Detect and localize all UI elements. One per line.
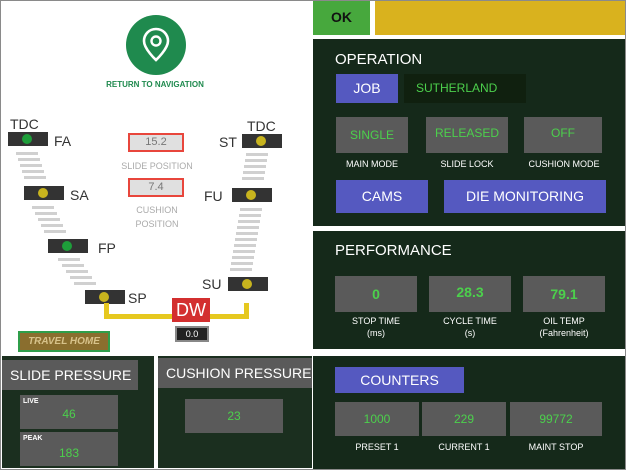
stair-step (35, 212, 57, 215)
stair-step (237, 226, 259, 229)
current-value: 229 (422, 402, 506, 436)
fa-label: FA (54, 133, 72, 149)
stair-step (18, 158, 40, 161)
status-bar (375, 0, 626, 35)
live-value: 46 (62, 407, 76, 421)
stair-step (242, 177, 264, 180)
performance-title: PERFORMANCE (335, 242, 452, 259)
fa-indicator (8, 132, 48, 146)
ok-button[interactable]: OK (313, 0, 370, 35)
peak-value: 183 (58, 446, 80, 460)
sa-indicator (24, 186, 64, 200)
live-label: LIVE (23, 398, 39, 405)
cushion-pressure-title: CUSHION PRESSURE (158, 358, 312, 388)
sa-label: SA (70, 187, 89, 203)
stair-step (240, 208, 262, 211)
slide-lock-button[interactable]: RELEASED (426, 117, 508, 153)
left-tdc-label: TDC (10, 116, 39, 132)
su-label: SU (202, 276, 222, 292)
cushion-position-label-line2: POSITION (135, 219, 179, 229)
return-to-navigation-label: RETURN TO NAVIGATION (106, 80, 204, 89)
st-label: ST (219, 134, 237, 150)
oil-temp-unit: (Fahrenheit) (539, 328, 589, 338)
stair-step (236, 232, 258, 235)
st-indicator (242, 134, 282, 148)
oil-temp-label: OIL TEMP (543, 316, 585, 326)
right-tdc-label: TDC (247, 118, 276, 134)
stop-time-label: STOP TIME (351, 316, 400, 326)
cushion-mode-label: CUSHION MODE (528, 159, 600, 169)
stair-step (44, 230, 66, 233)
cushion-position-value: 7.4 (128, 178, 184, 197)
stair-step (232, 256, 254, 259)
cycle-time-value: 28.3 (429, 276, 511, 312)
stair-step (22, 170, 44, 173)
stair-step (238, 220, 260, 223)
cycle-time-label: CYCLE TIME (443, 316, 497, 326)
fu-label: FU (204, 188, 223, 204)
slide-pressure-live-box: LIVE 46 (20, 395, 118, 429)
stair-step (66, 270, 88, 273)
map-pin-icon (142, 27, 170, 62)
cycle-time-unit: (s) (464, 328, 476, 338)
stair-step (235, 238, 257, 241)
stair-step (20, 164, 42, 167)
stair-step (244, 165, 266, 168)
stair-step (16, 152, 38, 155)
stair-step (32, 206, 54, 209)
cams-button[interactable]: CAMS (336, 180, 428, 213)
fp-indicator (48, 239, 88, 253)
oil-temp-value: 79.1 (523, 276, 605, 312)
main-mode-label: MAIN MODE (345, 159, 398, 169)
slide-pressure-peak-box: PEAK 183 (20, 432, 118, 466)
slide-position-label: SLIDE POSITION (121, 161, 193, 171)
slide-position-value: 15.2 (128, 133, 184, 152)
sp-label: SP (128, 290, 147, 306)
stair-step (24, 176, 46, 179)
stair-step (233, 250, 255, 253)
stair-step (246, 153, 268, 156)
preset-label: PRESET 1 (355, 442, 399, 452)
stair-step (74, 282, 96, 285)
stair-step (58, 258, 80, 261)
dw-value: 0.0 (175, 326, 209, 342)
current-label: CURRENT 1 (438, 442, 490, 452)
return-to-navigation-button[interactable] (126, 15, 186, 75)
counters-button[interactable]: COUNTERS (335, 367, 464, 393)
slide-pressure-title: SLIDE PRESSURE (2, 360, 138, 390)
cushion-mode-button[interactable]: OFF (524, 117, 602, 153)
job-value: SUTHERLAND (404, 74, 526, 103)
fu-indicator (232, 188, 272, 202)
operation-title: OPERATION (335, 51, 423, 68)
maint-stop-label: MAINT STOP (528, 442, 584, 452)
sp-indicator (85, 290, 125, 304)
stair-step (245, 159, 267, 162)
main-mode-button[interactable]: SINGLE (336, 117, 408, 153)
stop-time-value: 0 (335, 276, 417, 312)
stair-step (230, 268, 252, 271)
cushion-pressure-value: 23 (185, 399, 283, 433)
stair-step (62, 264, 84, 267)
stair-step (70, 276, 92, 279)
preset-value: 1000 (335, 402, 419, 436)
stop-time-unit: (ms) (367, 328, 385, 338)
stair-step (239, 214, 261, 217)
fp-label: FP (98, 240, 116, 256)
maint-stop-value: 99772 (510, 402, 602, 436)
dw-indicator: DW (172, 298, 210, 322)
stair-step (243, 171, 265, 174)
peak-label: PEAK (23, 435, 43, 442)
slide-lock-label: SLIDE LOCK (440, 159, 494, 169)
die-monitoring-button[interactable]: DIE MONITORING (444, 180, 606, 213)
stair-step (231, 262, 253, 265)
stair-step (234, 244, 256, 247)
job-button[interactable]: JOB (336, 74, 398, 103)
su-indicator (228, 277, 268, 291)
travel-home-button[interactable]: TRAVEL HOME (18, 331, 110, 352)
cushion-position-label-line1: CUSHION (136, 205, 178, 215)
stair-step (38, 218, 60, 221)
stair-step (41, 224, 63, 227)
